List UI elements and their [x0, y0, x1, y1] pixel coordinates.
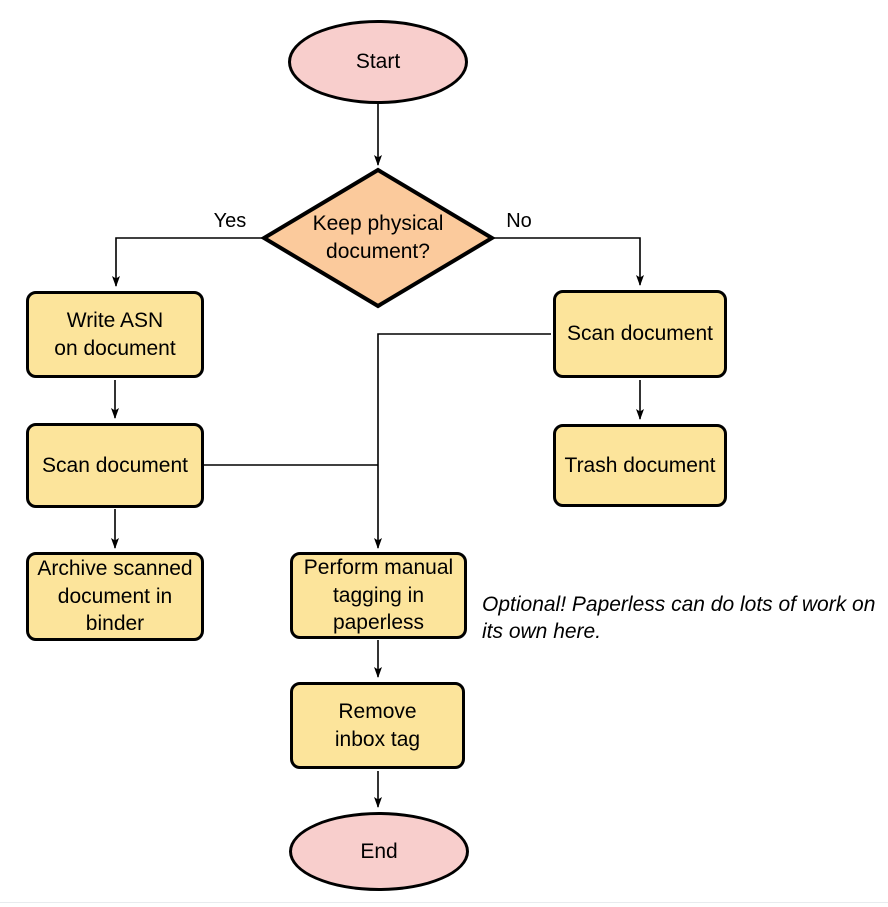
node-write-asn: Write ASN on document — [26, 291, 204, 378]
node-perform-tagging-label: Perform manual tagging in paperless — [303, 555, 454, 635]
node-scan-document-right: Scan document — [553, 290, 727, 378]
node-decision-keep-physical: Keep physical document? — [261, 167, 495, 309]
node-scan-document-left-label: Scan document — [42, 453, 188, 477]
annotation-note: Optional! Paperless can do lots of work … — [482, 593, 876, 644]
edge-scan-right-to-perform — [374, 333, 551, 549]
node-write-asn-label: Write ASN on document — [54, 308, 176, 360]
edge-decision-yes-to-write-asn — [112, 237, 263, 287]
edge-label-no: No — [506, 210, 532, 232]
node-trash-document-label: Trash document — [564, 453, 716, 477]
node-remove-inbox-tag: Remove inbox tag — [290, 682, 465, 769]
node-archive-binder-label: Archive scanned document in binder — [37, 556, 193, 636]
edge-label-yes: Yes — [213, 210, 247, 232]
node-start-label: Start — [355, 50, 401, 74]
node-start: Start — [288, 20, 468, 104]
node-trash-document: Trash document — [553, 424, 727, 507]
node-archive-binder: Archive scanned document in binder — [26, 552, 204, 641]
node-end-label: End — [360, 839, 398, 863]
node-remove-inbox-tag-label: Remove inbox tag — [334, 699, 421, 751]
bottom-divider — [0, 902, 888, 903]
node-scan-document-right-label: Scan document — [567, 322, 713, 346]
diamond-shape — [261, 167, 495, 309]
node-perform-tagging: Perform manual tagging in paperless — [290, 552, 467, 639]
node-end: End — [289, 812, 469, 891]
edge-decision-no-to-scan-right — [493, 237, 644, 286]
node-decision-label: Keep physical document? — [312, 212, 444, 263]
node-scan-document-left: Scan document — [26, 423, 204, 508]
